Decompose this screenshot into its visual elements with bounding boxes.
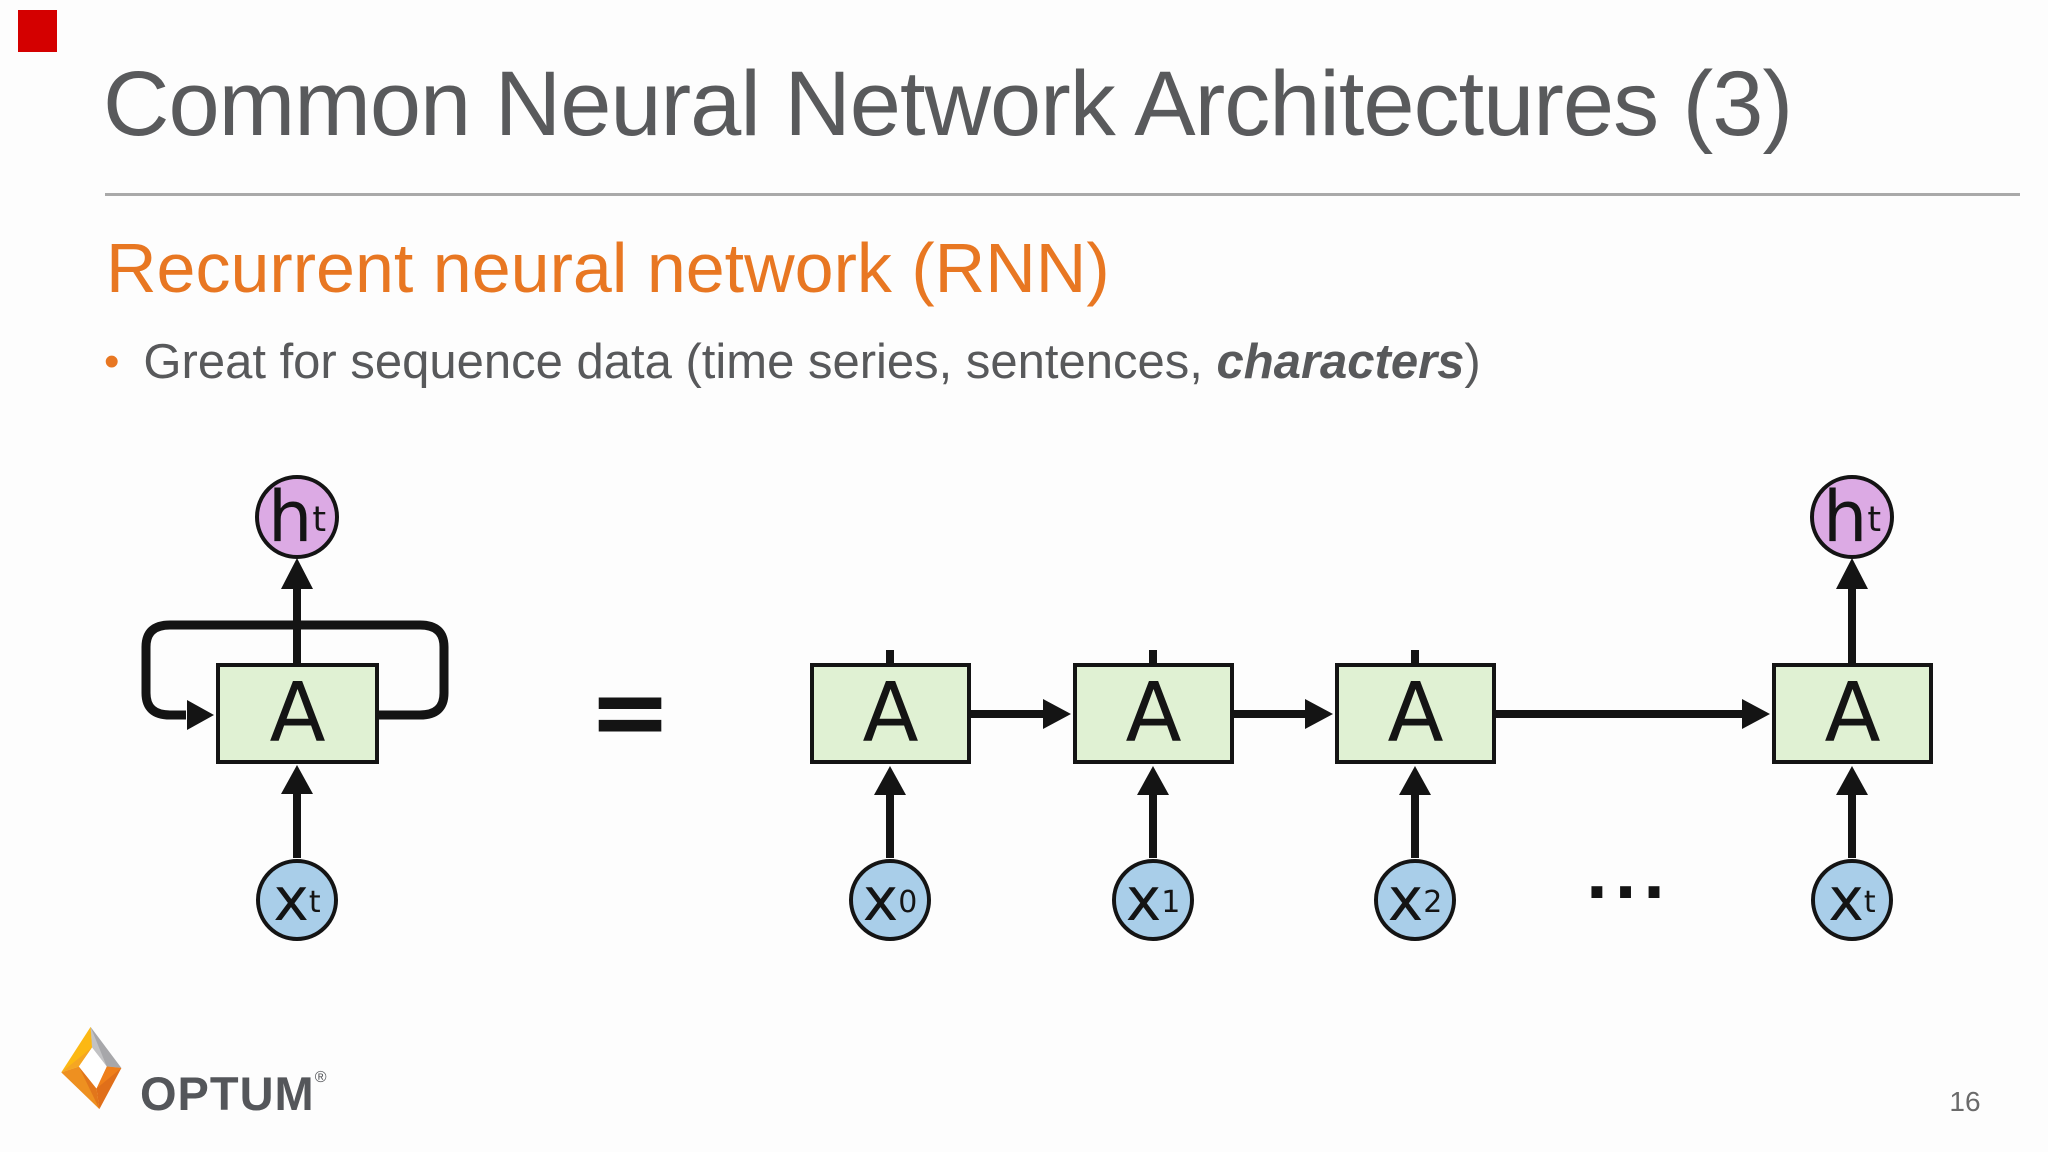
logo-facet-amber [61, 1066, 100, 1110]
input-xt-label: x [1828, 865, 1864, 935]
rolled-output-subscript: t [312, 500, 327, 540]
logo-facet-orange [96, 1066, 122, 1089]
rolled-output-label: h [267, 476, 313, 558]
rolled-input-label: x [273, 865, 309, 935]
unrolled-cell-1-label: A [862, 666, 919, 761]
bullet-marker: • [104, 337, 120, 386]
input-x0-subscript: 0 [898, 885, 918, 920]
input-arrowhead-x2 [1399, 766, 1431, 795]
title-divider [105, 193, 2020, 196]
registered-mark: ® [314, 1069, 328, 1086]
unrolled-cell-2-label: A [1125, 666, 1182, 761]
bullet-item: • Great for sequence data (time series, … [104, 332, 1804, 393]
unrolled-output-label: h [1822, 476, 1868, 558]
unrolled-cell-4: A [1772, 663, 1933, 764]
rolled-input-subscript: t [308, 885, 321, 920]
input-x1-subscript: 1 [1161, 885, 1181, 920]
state-arrowhead-2 [1305, 699, 1333, 729]
recurrent-loop-arrowhead [187, 700, 214, 730]
input-xt-subscript: t [1863, 885, 1876, 920]
logo-facet-silver [90, 1026, 107, 1067]
bullet-text-prefix: Great for sequence data (time series, se… [143, 335, 1217, 389]
bullet-text-emphasis: characters [1216, 335, 1465, 389]
logo-facet-gold [61, 1026, 93, 1073]
unrolled-output-arrowhead [1836, 558, 1868, 589]
input-x2-subscript: 2 [1423, 885, 1443, 920]
input-x2-label: x [1387, 865, 1424, 935]
state-arrowhead-1 [1043, 699, 1071, 729]
page-number: 16 [1949, 1086, 1981, 1117]
red-corner-marker [18, 10, 57, 52]
slide-title: Common Neural Network Architectures (3) [103, 53, 1793, 155]
ellipsis: ... [1585, 840, 1671, 913]
input-arrowhead-xt [1836, 766, 1868, 795]
rolled-output-arrowhead [281, 558, 313, 589]
optum-logo-text: OPTUM® [140, 1067, 328, 1120]
unrolled-cell-3: A [1335, 663, 1496, 764]
rolled-cell-A: A [216, 663, 379, 764]
state-arrowhead-3 [1742, 699, 1770, 729]
logo-center-hole [78, 1047, 107, 1089]
section-heading: Recurrent neural network (RNN) [106, 229, 1110, 307]
input-x1-label: x [1125, 865, 1162, 935]
optum-wordmark: OPTUM [140, 1067, 315, 1120]
optum-logo: OPTUM® [58, 1024, 328, 1117]
unrolled-cell-1: A [810, 663, 971, 764]
bullet-text-suffix: ) [1464, 335, 1481, 389]
bullet-text: Great for sequence data (time series, se… [143, 332, 1480, 393]
input-x0-label: x [862, 865, 899, 935]
equals-sign: = [588, 653, 672, 770]
optum-logo-kite-icon [61, 1026, 122, 1110]
unrolled-cell-4-label: A [1824, 666, 1881, 761]
unrolled-cell-2: A [1073, 663, 1234, 764]
rolled-input-arrowhead [281, 765, 313, 794]
input-arrowhead-x1 [1137, 766, 1169, 795]
unrolled-output-subscript: t [1867, 500, 1882, 540]
unrolled-cell-3-label: A [1387, 666, 1444, 761]
rolled-cell-label: A [269, 666, 326, 761]
input-arrowhead-x0 [874, 766, 906, 795]
